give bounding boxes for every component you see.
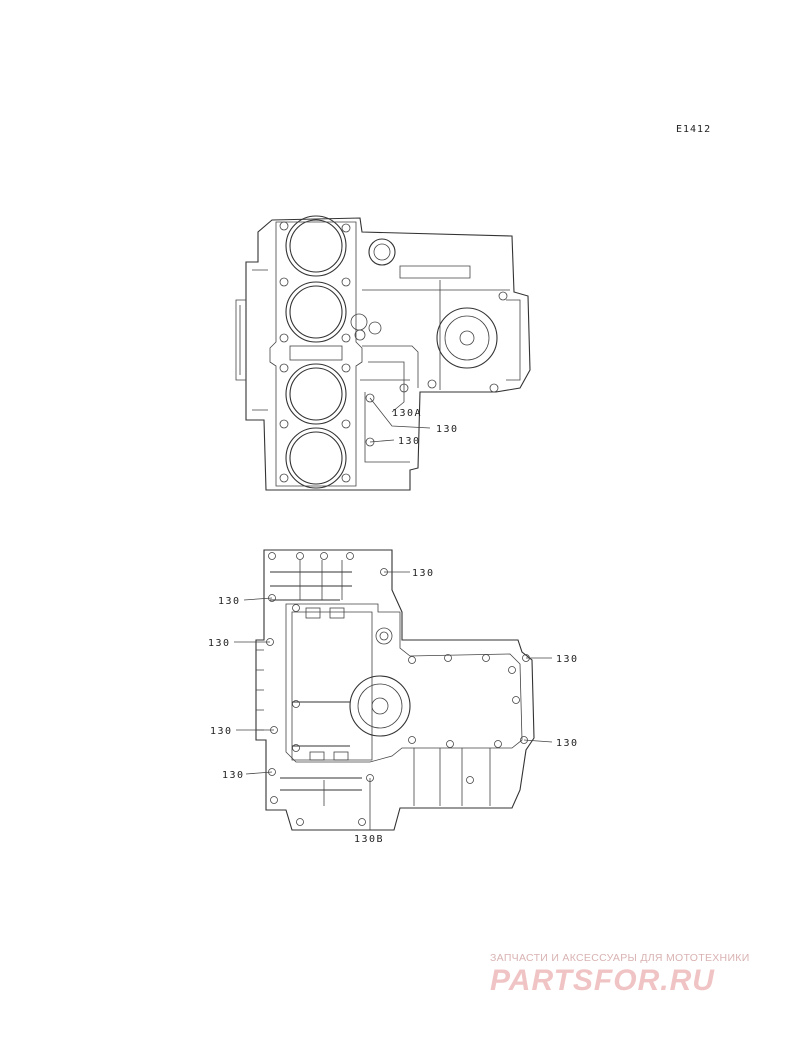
lower-crankcase-drawing (234, 549, 553, 831)
callout-130: 130 (398, 436, 421, 447)
diagram-code: E1412 (676, 124, 712, 135)
callout-130: 130 (210, 726, 233, 737)
callout-130: 130 (412, 568, 435, 579)
callout-130B: 130B (354, 834, 384, 845)
callout-130: 130 (208, 638, 231, 649)
watermark-tagline: ЗАПЧАСТИ И АКСЕССУАРЫ ДЛЯ МОТОТЕХНИКИ (490, 952, 750, 964)
callout-130A: 130A (392, 408, 422, 419)
callout-130: 130 (436, 424, 459, 435)
callout-130: 130 (556, 654, 579, 665)
watermark-logo: PARTSFOR.RU (490, 964, 715, 997)
callout-130: 130 (556, 738, 579, 749)
callout-130: 130 (222, 770, 245, 781)
callout-130: 130 (218, 596, 241, 607)
upper-crankcase-drawing (235, 215, 531, 491)
